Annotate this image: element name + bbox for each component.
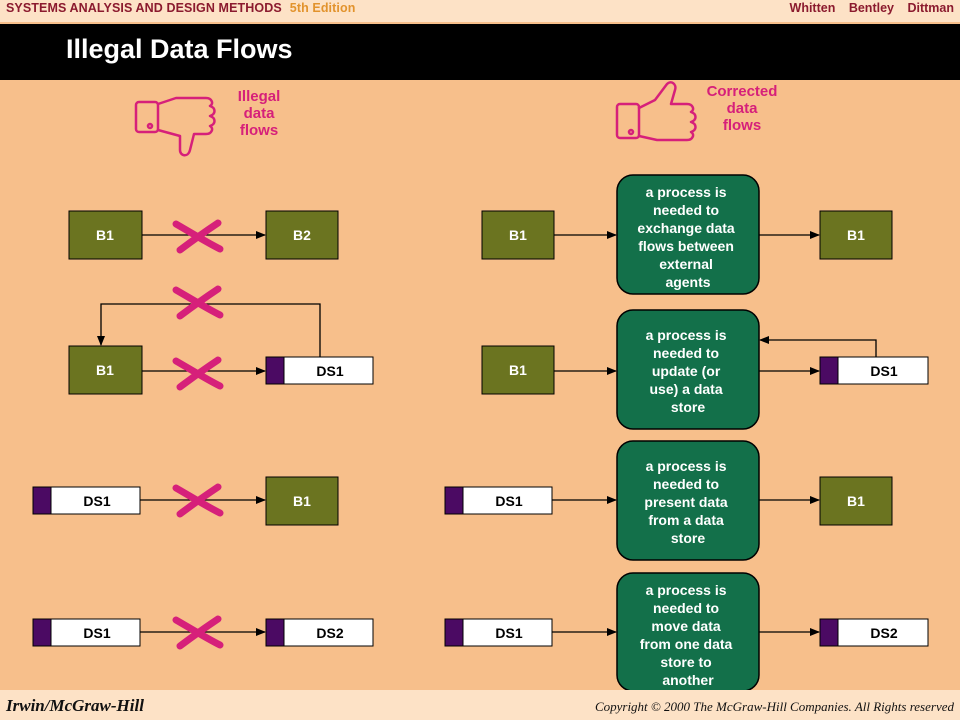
process-line: needed to [653, 202, 719, 218]
process-exchange-text: a process is needed to exchange data flo… [637, 184, 738, 290]
datastore-ds1-label: DS1 [83, 493, 110, 509]
process-line: a process is [646, 327, 727, 343]
illegal-row-1: B1 B2 [68, 210, 339, 260]
process-line: exchange data [637, 220, 734, 236]
slide-header: SYSTEMS ANALYSIS AND DESIGN METHODS 5th E… [0, 0, 960, 22]
process-update-text: a process is needed to update (or use) a… [646, 327, 731, 415]
process-line: present data [644, 494, 727, 510]
datastore-ds1-label: DS1 [316, 363, 343, 379]
process-line: a process is [646, 582, 727, 598]
slide-title: Illegal Data Flows [66, 34, 293, 64]
illegal-flows-label: Illegal data flows [237, 88, 281, 139]
entity-b1-label: B1 [509, 362, 527, 378]
process-line: needed to [653, 476, 719, 492]
datastore-ds1-label: DS1 [83, 625, 110, 641]
thumbs-up-icon [615, 81, 697, 142]
process-line: from a data [648, 512, 724, 528]
process-line: store to [660, 654, 711, 670]
process-line: use) a data [649, 381, 722, 397]
entity-b1-label: B1 [96, 227, 114, 243]
cross-icon [176, 360, 220, 387]
datastore-ds1-label: DS1 [495, 625, 522, 641]
process-line: store [671, 399, 705, 415]
process-line: from one data [640, 636, 733, 652]
process-line: update (or [652, 363, 721, 379]
process-line: store [671, 530, 705, 546]
datastore-ds2-label: DS2 [316, 625, 343, 641]
entity-b1-label: B1 [293, 493, 311, 509]
entity-b1-label: B1 [847, 493, 865, 509]
illegal-row-2: B1 DS1 [68, 289, 374, 395]
slide-footer: Irwin/McGraw-Hill Copyright © 2000 The M… [0, 690, 960, 720]
entity-b2-label: B2 [293, 227, 311, 243]
process-line: another [662, 672, 714, 688]
process-line: a process is [646, 184, 727, 200]
course-title: SYSTEMS ANALYSIS AND DESIGN METHODS 5th E… [6, 1, 355, 15]
author-3: Dittman [907, 1, 954, 15]
thumbs-down-icon [134, 96, 216, 157]
entity-b1-label: B1 [96, 362, 114, 378]
process-move-text: a process is needed to move data from on… [640, 582, 736, 688]
process-line: external [659, 256, 713, 272]
process-line: flows between [638, 238, 734, 254]
copyright: Copyright © 2000 The McGraw-Hill Compani… [594, 699, 954, 714]
process-line: needed to [653, 600, 719, 616]
corrected-row-2: B1 a process is needed to update (or use… [481, 309, 929, 430]
publisher: Irwin/McGraw-Hill [6, 696, 144, 715]
course-name: SYSTEMS ANALYSIS AND DESIGN METHODS [6, 1, 282, 15]
process-update [616, 309, 760, 430]
entity-b1-label: B1 [847, 227, 865, 243]
process-line: needed to [653, 345, 719, 361]
process-present-text: a process is needed to present data from… [644, 458, 731, 546]
author-1: Whitten [789, 1, 836, 15]
datastore-ds1-label: DS1 [495, 493, 522, 509]
process-line: move data [651, 618, 720, 634]
cross-icon [176, 223, 220, 250]
process-line: a process is [646, 458, 727, 474]
entity-b1-label: B1 [509, 227, 527, 243]
edition-label: 5th Edition [289, 1, 356, 15]
datastore-ds2-label: DS2 [870, 625, 897, 641]
corrected-flows-label: Corrected data flows [706, 83, 778, 134]
process-line: agents [665, 274, 710, 290]
illegal-row-3: DS1 B1 [32, 476, 339, 526]
datastore-ds1-label: DS1 [870, 363, 897, 379]
title-bar: Illegal Data Flows [0, 24, 960, 80]
cross-icon [176, 289, 220, 316]
corrected-row-3: DS1 a process is needed to present data … [444, 440, 893, 561]
authors: Whitten Bentley Dittman [780, 1, 954, 15]
author-2: Bentley [848, 1, 894, 15]
illegal-row-4: DS1 DS2 [32, 619, 374, 646]
corrected-row-4: DS1 a process is needed to move data fro… [444, 572, 929, 692]
corrected-row-1: B1 a process is needed to exchange data … [481, 174, 893, 295]
